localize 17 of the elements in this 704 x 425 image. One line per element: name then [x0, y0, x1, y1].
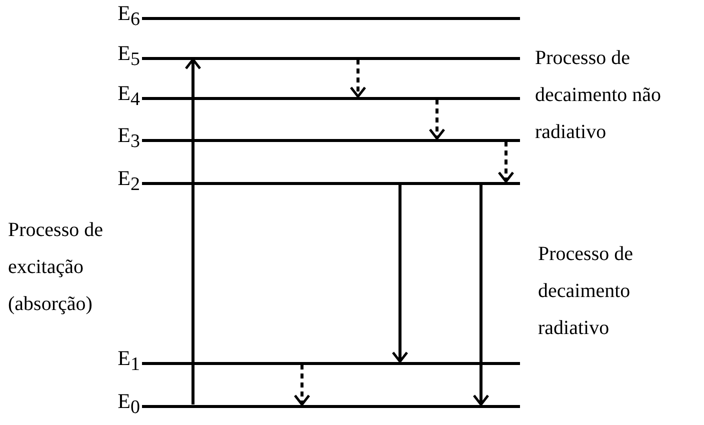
dashed-arrow — [294, 364, 310, 406]
energy-level-line — [142, 138, 520, 142]
arrow — [472, 184, 490, 406]
process-label: Processo de excitação (absorção) — [8, 218, 104, 317]
energy-level-line — [142, 16, 520, 20]
energy-level-line — [142, 96, 520, 100]
arrow — [184, 58, 202, 404]
process-label: Processo de decaimento não radiativo — [535, 46, 662, 145]
energy-level-line — [142, 56, 520, 60]
dashed-arrow — [428, 100, 446, 140]
dashed-arrow — [498, 142, 514, 183]
dashed-arrow — [350, 60, 366, 98]
energy-level-line — [142, 182, 520, 184]
arrow — [392, 184, 408, 363]
process-label: Processo de decaimento radiativo — [538, 242, 634, 341]
energy-level-line — [142, 362, 520, 364]
energy-level-line — [142, 404, 520, 408]
